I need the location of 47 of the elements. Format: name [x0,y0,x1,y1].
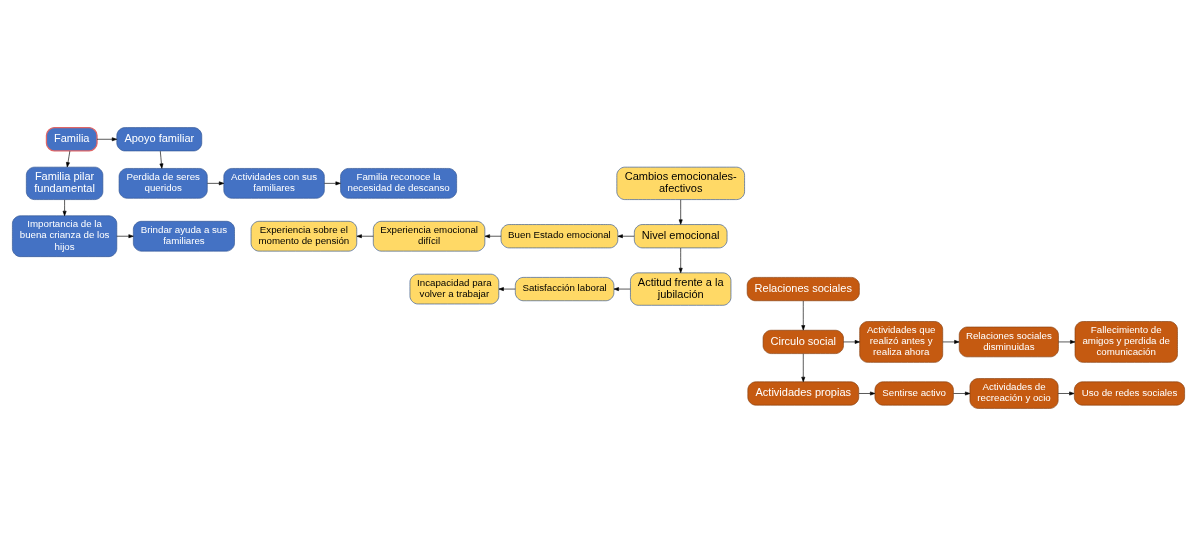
node-box: Satisfacción laboral [515,276,615,301]
node-box: Buen Estado emocional [500,223,619,248]
node-box: Relaciones sociales [746,276,860,301]
arrow [678,247,683,273]
arrow [356,233,374,238]
node-box: Actividades de recreación y ocio [969,377,1059,409]
node-box: Sentirse activo [874,381,954,405]
node-box: Perdida de seres queridos [118,167,208,199]
arrow [858,391,876,395]
node-box: Actividades con sus familiares [223,167,325,199]
node-box: Incapacidad para volver a trabajar [409,273,500,304]
arrow [62,198,67,216]
arrow [843,339,860,344]
arrow [678,198,683,225]
node-box: Fallecimiento de amigos y perdida de comunicación [1074,320,1178,363]
arrow [207,180,225,185]
node-box: Uso de redes sociales [1074,381,1185,405]
arrow [96,136,118,141]
arrow [159,150,164,169]
arrow [116,233,134,238]
node-box: Brindar ayuda a sus familiares [133,220,235,251]
node-box: Actividades que realizó antes y realiza ahora [859,320,944,363]
node-box: Apoyo familiar [116,126,203,151]
node-box: Familia pilar fundamental [26,166,104,200]
arrow [953,391,971,395]
arrow [484,233,502,238]
node-box: Experiencia emocional difícil [372,220,486,251]
arrow [801,300,806,330]
node-box: Circulo social [762,329,844,354]
arrow [613,286,631,291]
node-box: Importancia de la buena crianza de los hijos [12,214,118,257]
node-box: Actitud frente a la jubilación [630,272,732,306]
arrow [498,286,516,291]
arrow [324,180,341,185]
arrow [1058,339,1076,344]
arrow [1057,391,1075,395]
arrow [617,233,635,238]
node-box: Nivel emocional [634,223,728,248]
node-box: Actividades propias [747,381,860,405]
node-box: Experiencia sobre el momento de pensión [250,220,358,251]
node-box: Familia [45,126,98,152]
arrow [66,150,71,167]
node-box: Familia reconoce la necesidad de descanso [340,167,457,199]
arrow [801,352,806,382]
node-box: Cambios emocionales-afectivos [616,166,745,200]
node-box: Relaciones sociales disminuidas [958,326,1059,357]
arrow [942,339,960,344]
